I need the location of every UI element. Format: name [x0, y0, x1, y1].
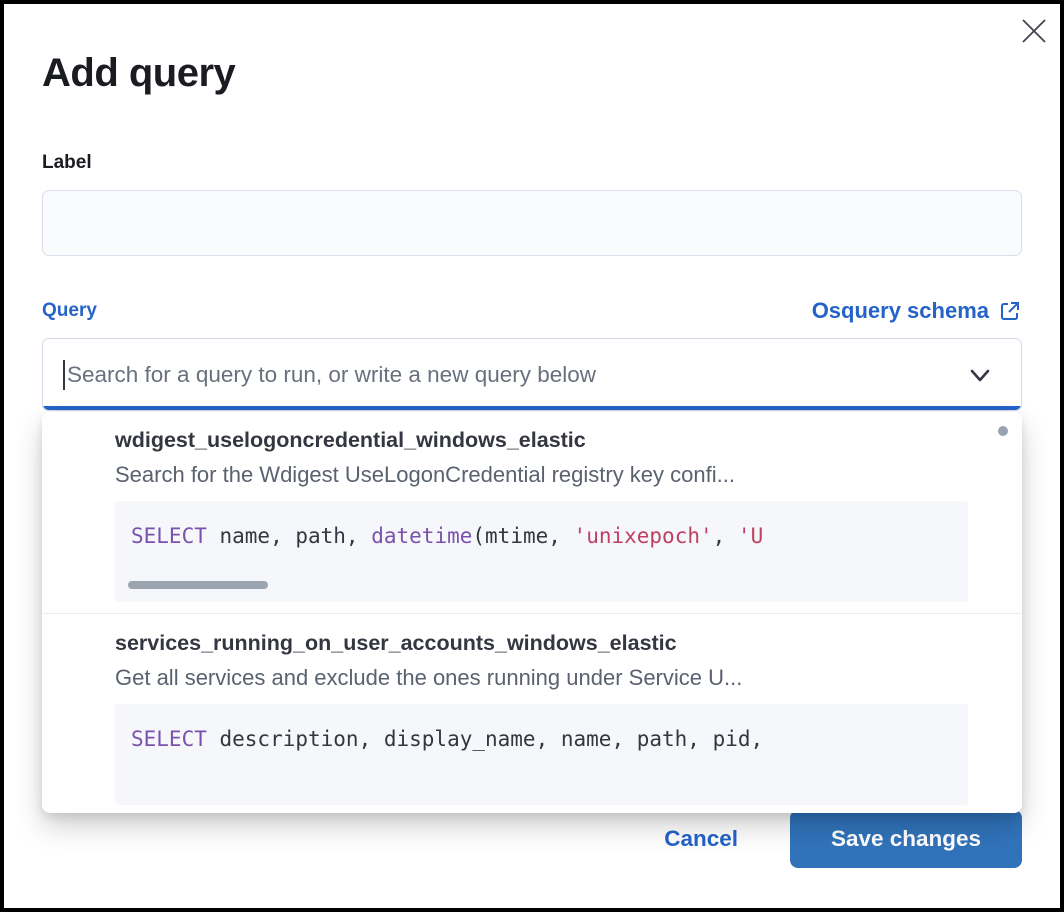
suggestion-description: Search for the Wdigest UseLogonCredentia…	[115, 462, 735, 487]
label-field-label: Label	[42, 152, 92, 173]
chevron-down-icon[interactable]	[965, 360, 995, 390]
close-icon	[1021, 18, 1047, 44]
focus-underline	[43, 406, 1021, 410]
sql-token: ,	[712, 524, 738, 548]
sql-token: name, path,	[206, 524, 372, 548]
sql-token: 'U	[737, 524, 764, 548]
suggestion-description: Get all services and exclude the ones ru…	[115, 665, 743, 690]
query-combobox-wrap: Search for a query to run, or write a ne…	[42, 338, 1022, 813]
modal-content: Add query Label Query Osquery schema Sea…	[4, 4, 1060, 908]
save-changes-button[interactable]: Save changes	[790, 810, 1022, 868]
suggestion-title: services_running_on_user_accounts_window…	[115, 631, 677, 655]
text-cursor	[63, 359, 65, 390]
suggestion-sql-preview: SELECT description, display_name, name, …	[115, 704, 968, 805]
query-suggestion-item[interactable]: services_running_on_user_accounts_window…	[42, 614, 1022, 805]
sql-token: description, display_name, name, path, p…	[206, 727, 764, 751]
suggestion-title: wdigest_uselogoncredential_windows_elast…	[115, 428, 586, 452]
sql-token: SELECT	[131, 524, 207, 548]
sql-code-line: SELECT name, path, datetime(mtime, 'unix…	[131, 524, 952, 548]
sql-token: SELECT	[131, 727, 207, 751]
sql-token: datetime	[371, 524, 473, 548]
sql-token: (mtime,	[472, 524, 574, 548]
osquery-schema-link-label: Osquery schema	[811, 298, 989, 323]
query-search-placeholder: Search for a query to run, or write a ne…	[67, 361, 597, 387]
suggestion-sql-preview: SELECT name, path, datetime(mtime, 'unix…	[115, 501, 968, 602]
osquery-schema-link[interactable]: Osquery schema	[812, 298, 1022, 324]
sql-token: 'unixepoch'	[573, 524, 713, 548]
close-button[interactable]	[1020, 17, 1048, 45]
cancel-button[interactable]: Cancel	[664, 826, 738, 851]
sql-code-line: SELECT description, display_name, name, …	[131, 727, 952, 751]
page-title: Add query	[42, 51, 236, 95]
query-search-input[interactable]: Search for a query to run, or write a ne…	[42, 338, 1022, 411]
horizontal-scrollbar[interactable]	[128, 581, 268, 589]
query-suggestion-item[interactable]: wdigest_uselogoncredential_windows_elast…	[42, 412, 1022, 602]
query-field-label: Query	[42, 300, 97, 321]
query-field-header: Query Osquery schema	[42, 298, 1022, 324]
query-suggestions-dropdown: wdigest_uselogoncredential_windows_elast…	[42, 412, 1022, 813]
modal-footer: Cancel Save changes	[664, 810, 1022, 868]
label-input[interactable]	[42, 190, 1022, 256]
divider	[42, 613, 1022, 614]
scrollbar-dot[interactable]	[998, 426, 1008, 436]
external-link-icon	[998, 299, 1022, 323]
